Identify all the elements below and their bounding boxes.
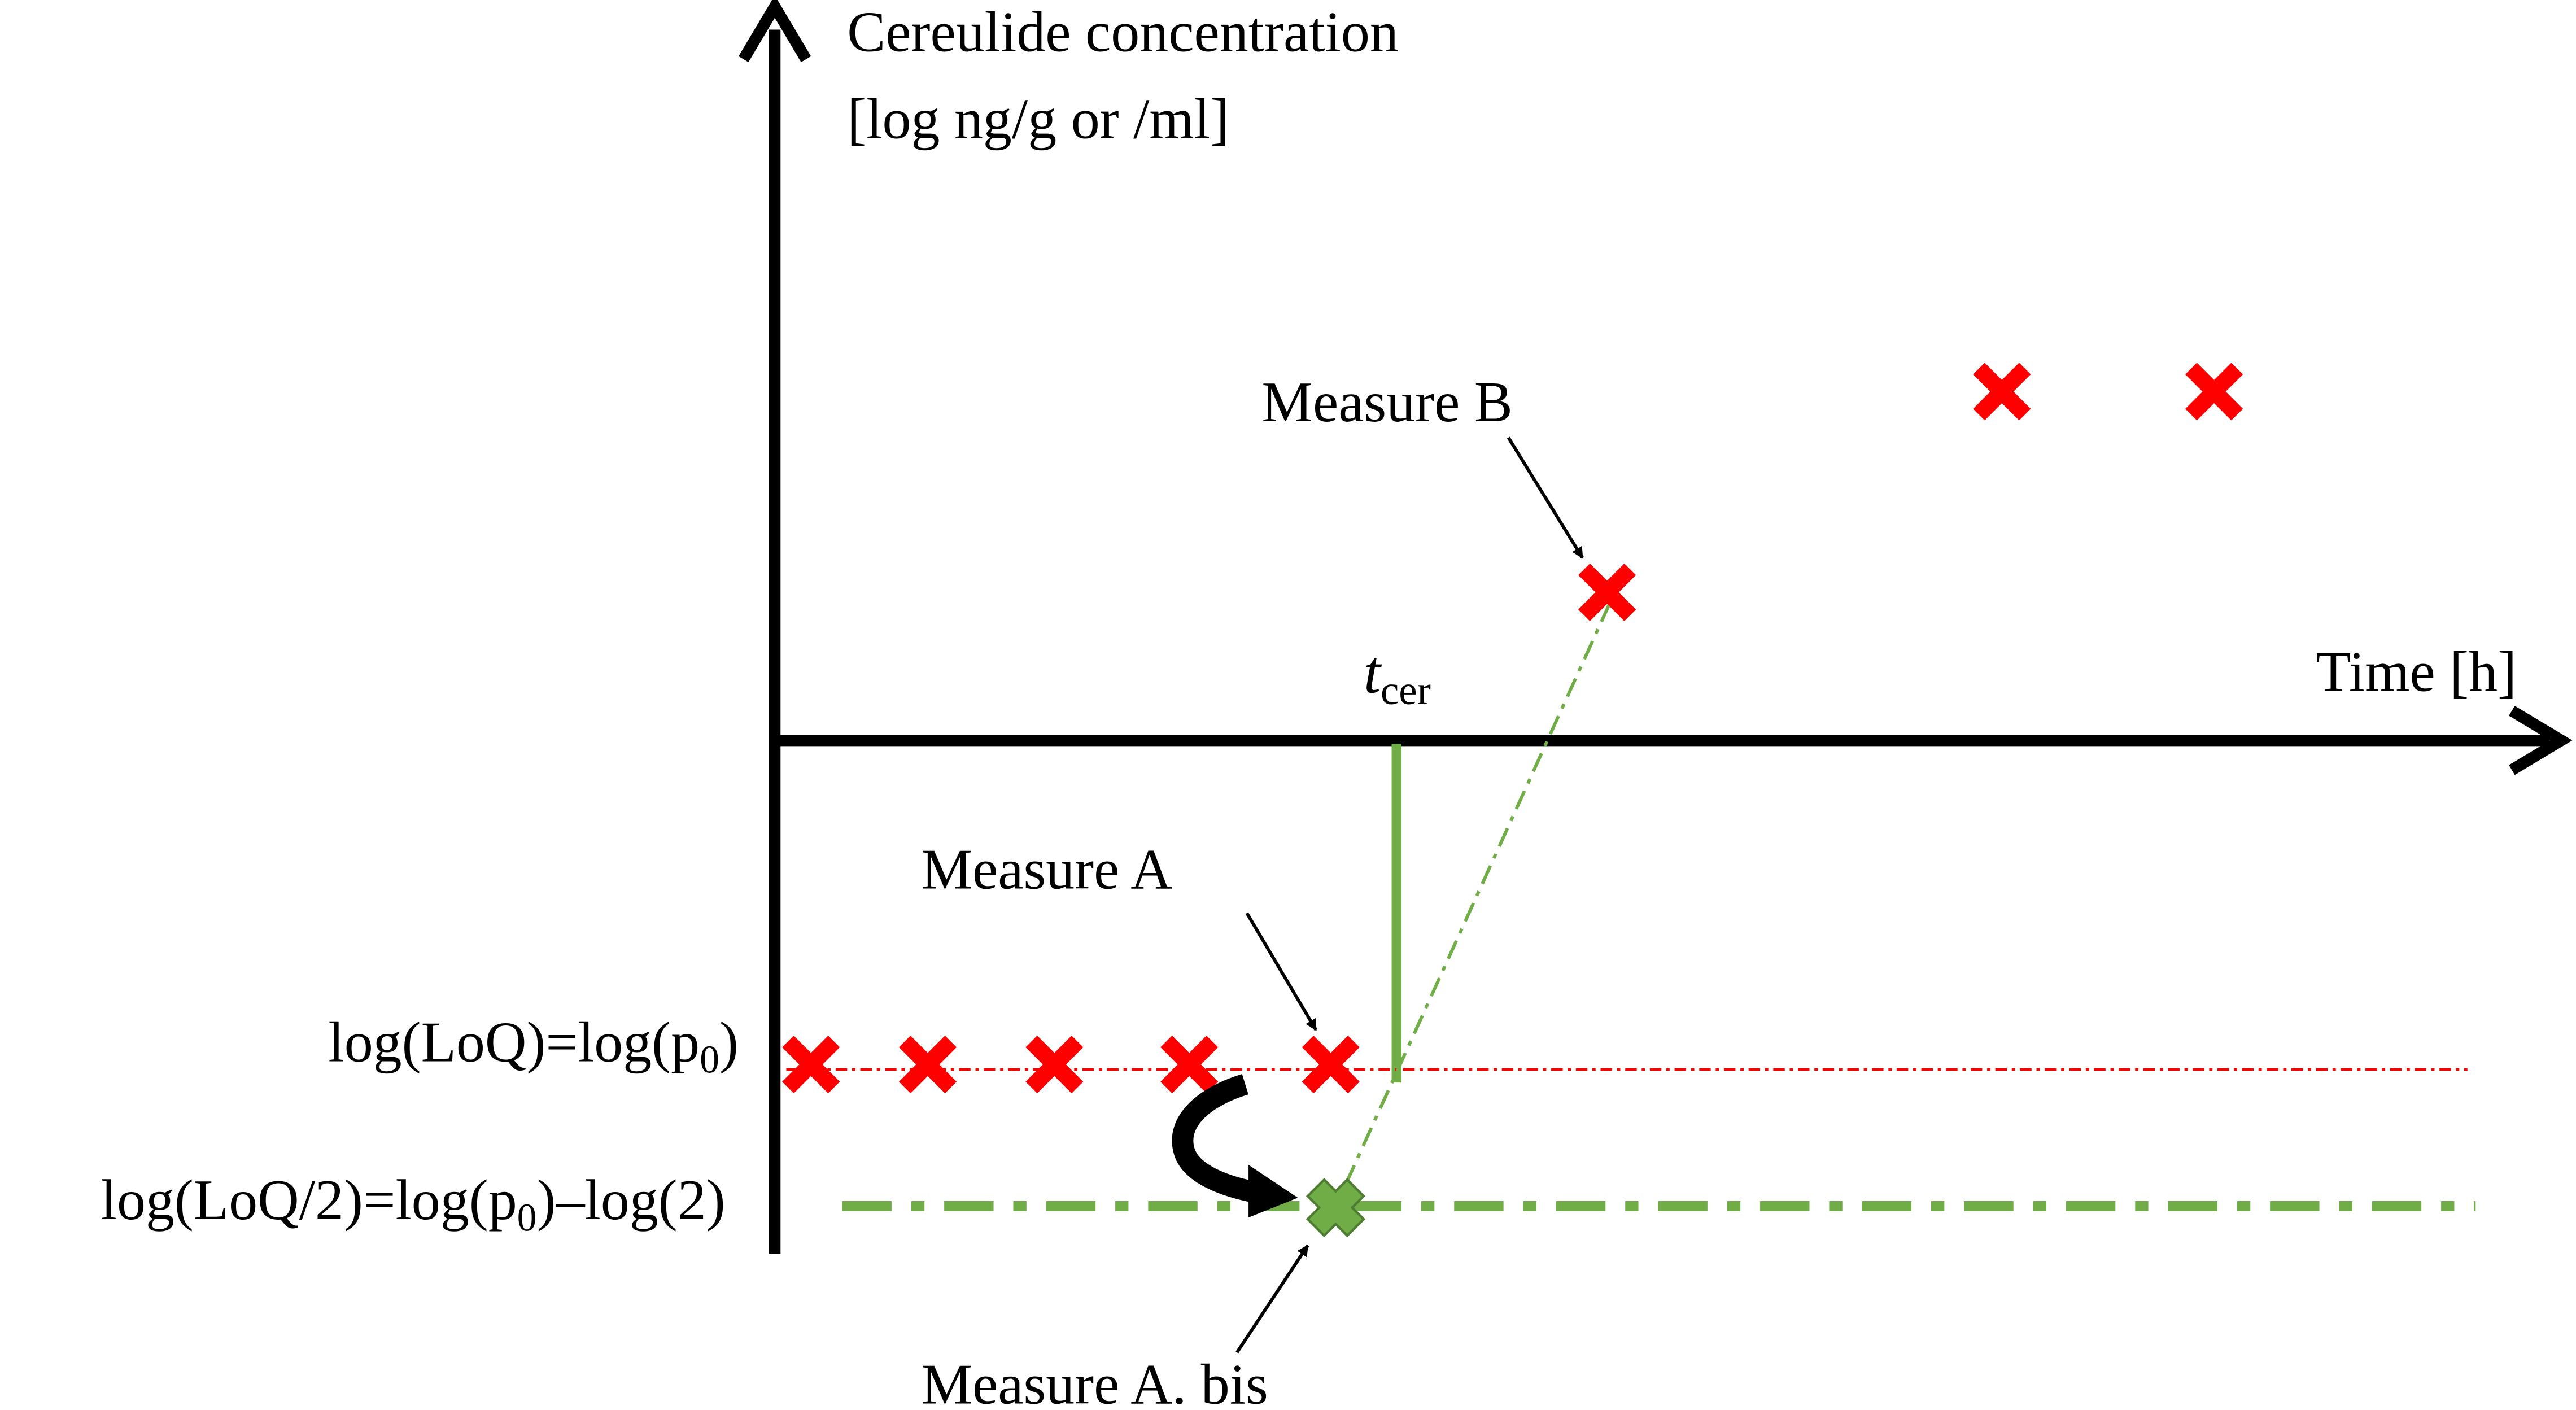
loq-label-pre: log(LoQ)=log(p (328, 1010, 700, 1074)
measure-b-label: Measure B (1261, 370, 1512, 434)
red-x-marker (782, 1036, 840, 1094)
measure-a-arrow (1245, 912, 1318, 1031)
y-axis-label-line2: [log ng/g or /ml] (847, 88, 1229, 151)
loq-label-post: ) (719, 1010, 739, 1074)
loq-label-sub: 0 (700, 1038, 719, 1082)
y-axis-label-line1: Cereulide concentration (847, 0, 1399, 64)
red-x-marker (898, 1036, 957, 1094)
loq-half-label-post: )–log(2) (537, 1168, 726, 1232)
loq-half-label-sub: 0 (517, 1196, 537, 1239)
loq-half-label-pre: log(LoQ/2)=log(p (101, 1168, 517, 1232)
red-x-marker (1973, 363, 2031, 421)
measure-a-bis-label: Measure A. bis (921, 1352, 1268, 1410)
red-x-markers (782, 363, 2243, 1094)
t-cer-main: t (1364, 639, 1382, 706)
measure-a-label: Measure A (921, 837, 1172, 901)
t-cer-subscript: cer (1381, 667, 1431, 713)
loq-half-label: log(LoQ/2)=log(p0)–log(2) (101, 1168, 726, 1239)
measure-a-bis-arrow (1235, 1244, 1309, 1354)
x-axis-label: Time [h] (2316, 640, 2517, 704)
substitution-curved-arrow (1172, 1074, 1298, 1218)
red-x-marker-measure-a (1302, 1036, 1360, 1094)
red-x-marker (1025, 1036, 1084, 1094)
green-x-marker-measure-a-bis (1306, 1177, 1366, 1238)
t-cer-label: tcer (1364, 639, 1431, 713)
loq-label: log(LoQ)=log(p0) (328, 1010, 739, 1081)
fit-line (1328, 568, 1627, 1222)
y-axis (738, 0, 811, 1254)
x-axis (775, 705, 2573, 775)
red-x-marker (2185, 363, 2243, 421)
red-x-marker-measure-b (1578, 563, 1636, 622)
measure-b-arrow (1507, 436, 1584, 559)
red-x-marker (1160, 1036, 1219, 1094)
